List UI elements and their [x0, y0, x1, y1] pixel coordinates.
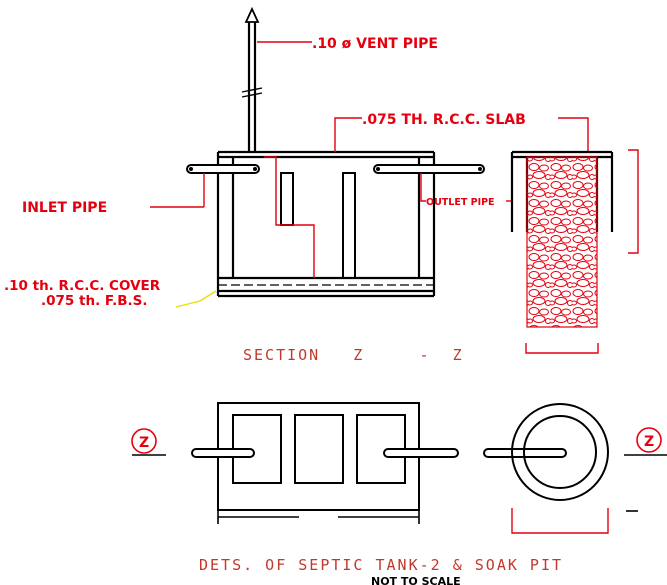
section-marker-right	[636, 427, 662, 453]
tank-section	[186, 150, 485, 298]
fbs-label: .075 th. F.B.S.	[41, 293, 148, 309]
vent-pipe	[241, 6, 312, 152]
scale-note: NOT TO SCALE	[371, 575, 461, 585]
vent-pipe-label: .10 ø VENT PIPE	[312, 36, 438, 52]
cover-label: .10 th. R.C.C. COVER	[4, 278, 161, 294]
plan-view	[131, 402, 667, 534]
section-marker-left-label: Z	[139, 435, 149, 451]
soak-pit-section	[510, 149, 639, 354]
drawing-title: DETS. OF SEPTIC TANK-2 & SOAK PIT	[199, 556, 563, 574]
section-marker-right-label: Z	[644, 434, 654, 450]
outlet-pipe-label: OUTLET PIPE	[426, 197, 495, 208]
section-title: SECTION Z - Z	[243, 346, 464, 364]
inlet-pipe-label: INLET PIPE	[22, 200, 107, 216]
slab-label: .075 TH. R.C.C. SLAB	[362, 112, 526, 128]
section-marker-left	[131, 428, 157, 454]
